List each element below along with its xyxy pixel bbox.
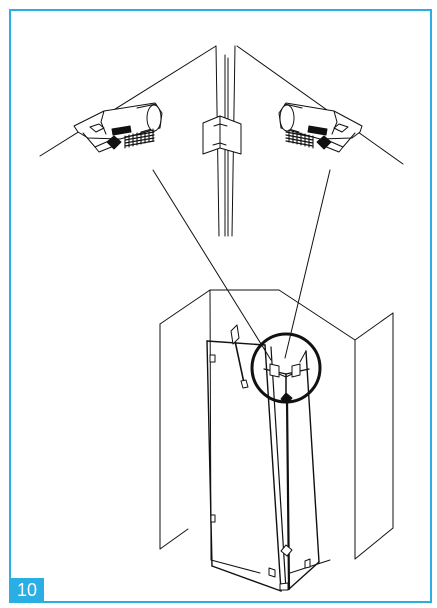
lower-room-walls (159, 289, 394, 574)
shower-glass-enclosure (206, 324, 320, 592)
diagram-frame (9, 9, 432, 603)
step-number-badge: 10 (10, 578, 44, 602)
left-hinge-closeup (73, 102, 163, 153)
upper-corner-detail (39, 45, 404, 237)
right-hinge-closeup (278, 102, 363, 153)
center-corner-bracket (202, 115, 242, 155)
leader-lines (152, 169, 331, 361)
zoom-highlight (250, 332, 322, 404)
